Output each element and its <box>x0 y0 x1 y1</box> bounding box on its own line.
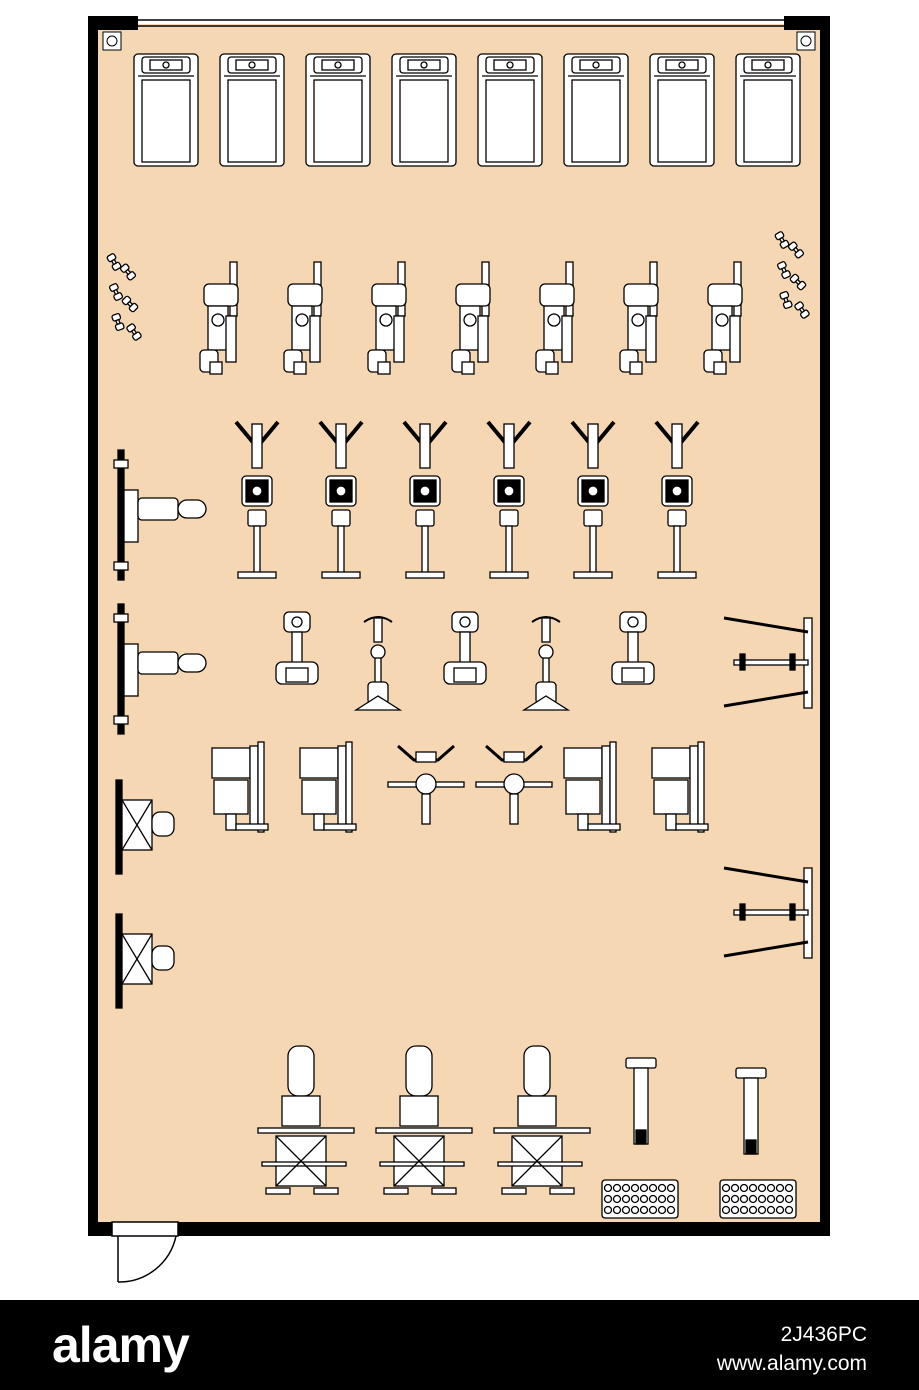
multi-station-icon[interactable] <box>375 1045 473 1195</box>
alamy-logo: alamy <box>52 1317 190 1373</box>
window <box>138 19 784 27</box>
elliptical-icon[interactable] <box>451 261 491 375</box>
footer-bar: alamy 2J436PC www.alamy.com <box>0 1300 919 1390</box>
weight-bench-icon[interactable] <box>115 913 175 1009</box>
dumbbell-rack-icon[interactable] <box>719 1179 797 1219</box>
treadmill-icon[interactable] <box>735 53 801 167</box>
door-icon[interactable] <box>111 1221 179 1283</box>
elliptical-icon[interactable] <box>199 261 239 375</box>
rower-icon[interactable] <box>402 420 448 579</box>
barbell-rack-icon[interactable] <box>723 866 813 959</box>
elliptical-icon[interactable] <box>619 261 659 375</box>
rower-icon[interactable] <box>486 420 532 579</box>
treadmill-icon[interactable] <box>477 53 543 167</box>
chest-press-icon[interactable] <box>387 744 465 825</box>
rower-icon[interactable] <box>654 420 700 579</box>
weight-bench-icon[interactable] <box>115 779 175 875</box>
bike-icon[interactable] <box>443 611 487 685</box>
dumbbell-icon <box>774 231 810 319</box>
treadmill-icon[interactable] <box>133 53 199 167</box>
gym-floor-plan <box>88 16 830 1283</box>
spin-bike-icon[interactable] <box>353 616 403 711</box>
elliptical-icon[interactable] <box>367 261 407 375</box>
weight-bench-icon[interactable] <box>113 449 207 581</box>
strength-machine-icon[interactable] <box>299 741 357 833</box>
strength-machine-icon[interactable] <box>651 741 709 833</box>
treadmill-icon[interactable] <box>563 53 629 167</box>
equipment-layer <box>106 53 813 1219</box>
dumbbell-icon <box>106 253 142 341</box>
elliptical-icon[interactable] <box>535 261 575 375</box>
spin-bike-icon[interactable] <box>521 616 571 711</box>
treadmill-icon[interactable] <box>219 53 285 167</box>
rower-icon[interactable] <box>570 420 616 579</box>
website: www.alamy.com <box>716 1352 867 1375</box>
rower-icon[interactable] <box>318 420 364 579</box>
dumbbell-rack-icon[interactable] <box>601 1179 679 1219</box>
rower-icon[interactable] <box>234 420 280 579</box>
weight-bench-icon[interactable] <box>113 603 207 735</box>
treadmill-icon[interactable] <box>649 53 715 167</box>
bike-icon[interactable] <box>611 611 655 685</box>
multi-station-icon[interactable] <box>493 1045 591 1195</box>
strength-machine-icon[interactable] <box>563 741 621 833</box>
image-id: 2J436PC <box>780 1323 867 1346</box>
multi-station-icon[interactable] <box>257 1045 355 1195</box>
plate-tree-icon[interactable] <box>735 1067 767 1155</box>
treadmill-icon[interactable] <box>305 53 371 167</box>
bike-icon[interactable] <box>275 611 319 685</box>
corner-columns <box>102 31 816 51</box>
strength-machine-icon[interactable] <box>211 741 269 833</box>
plate-tree-icon[interactable] <box>625 1057 657 1145</box>
barbell-rack-icon[interactable] <box>723 616 813 709</box>
treadmill-icon[interactable] <box>391 53 457 167</box>
image-meta: 2J436PC www.alamy.com <box>717 1320 867 1378</box>
elliptical-icon[interactable] <box>703 261 743 375</box>
chest-press-icon[interactable] <box>475 744 553 825</box>
elliptical-icon[interactable] <box>283 261 323 375</box>
walls <box>88 16 830 1236</box>
